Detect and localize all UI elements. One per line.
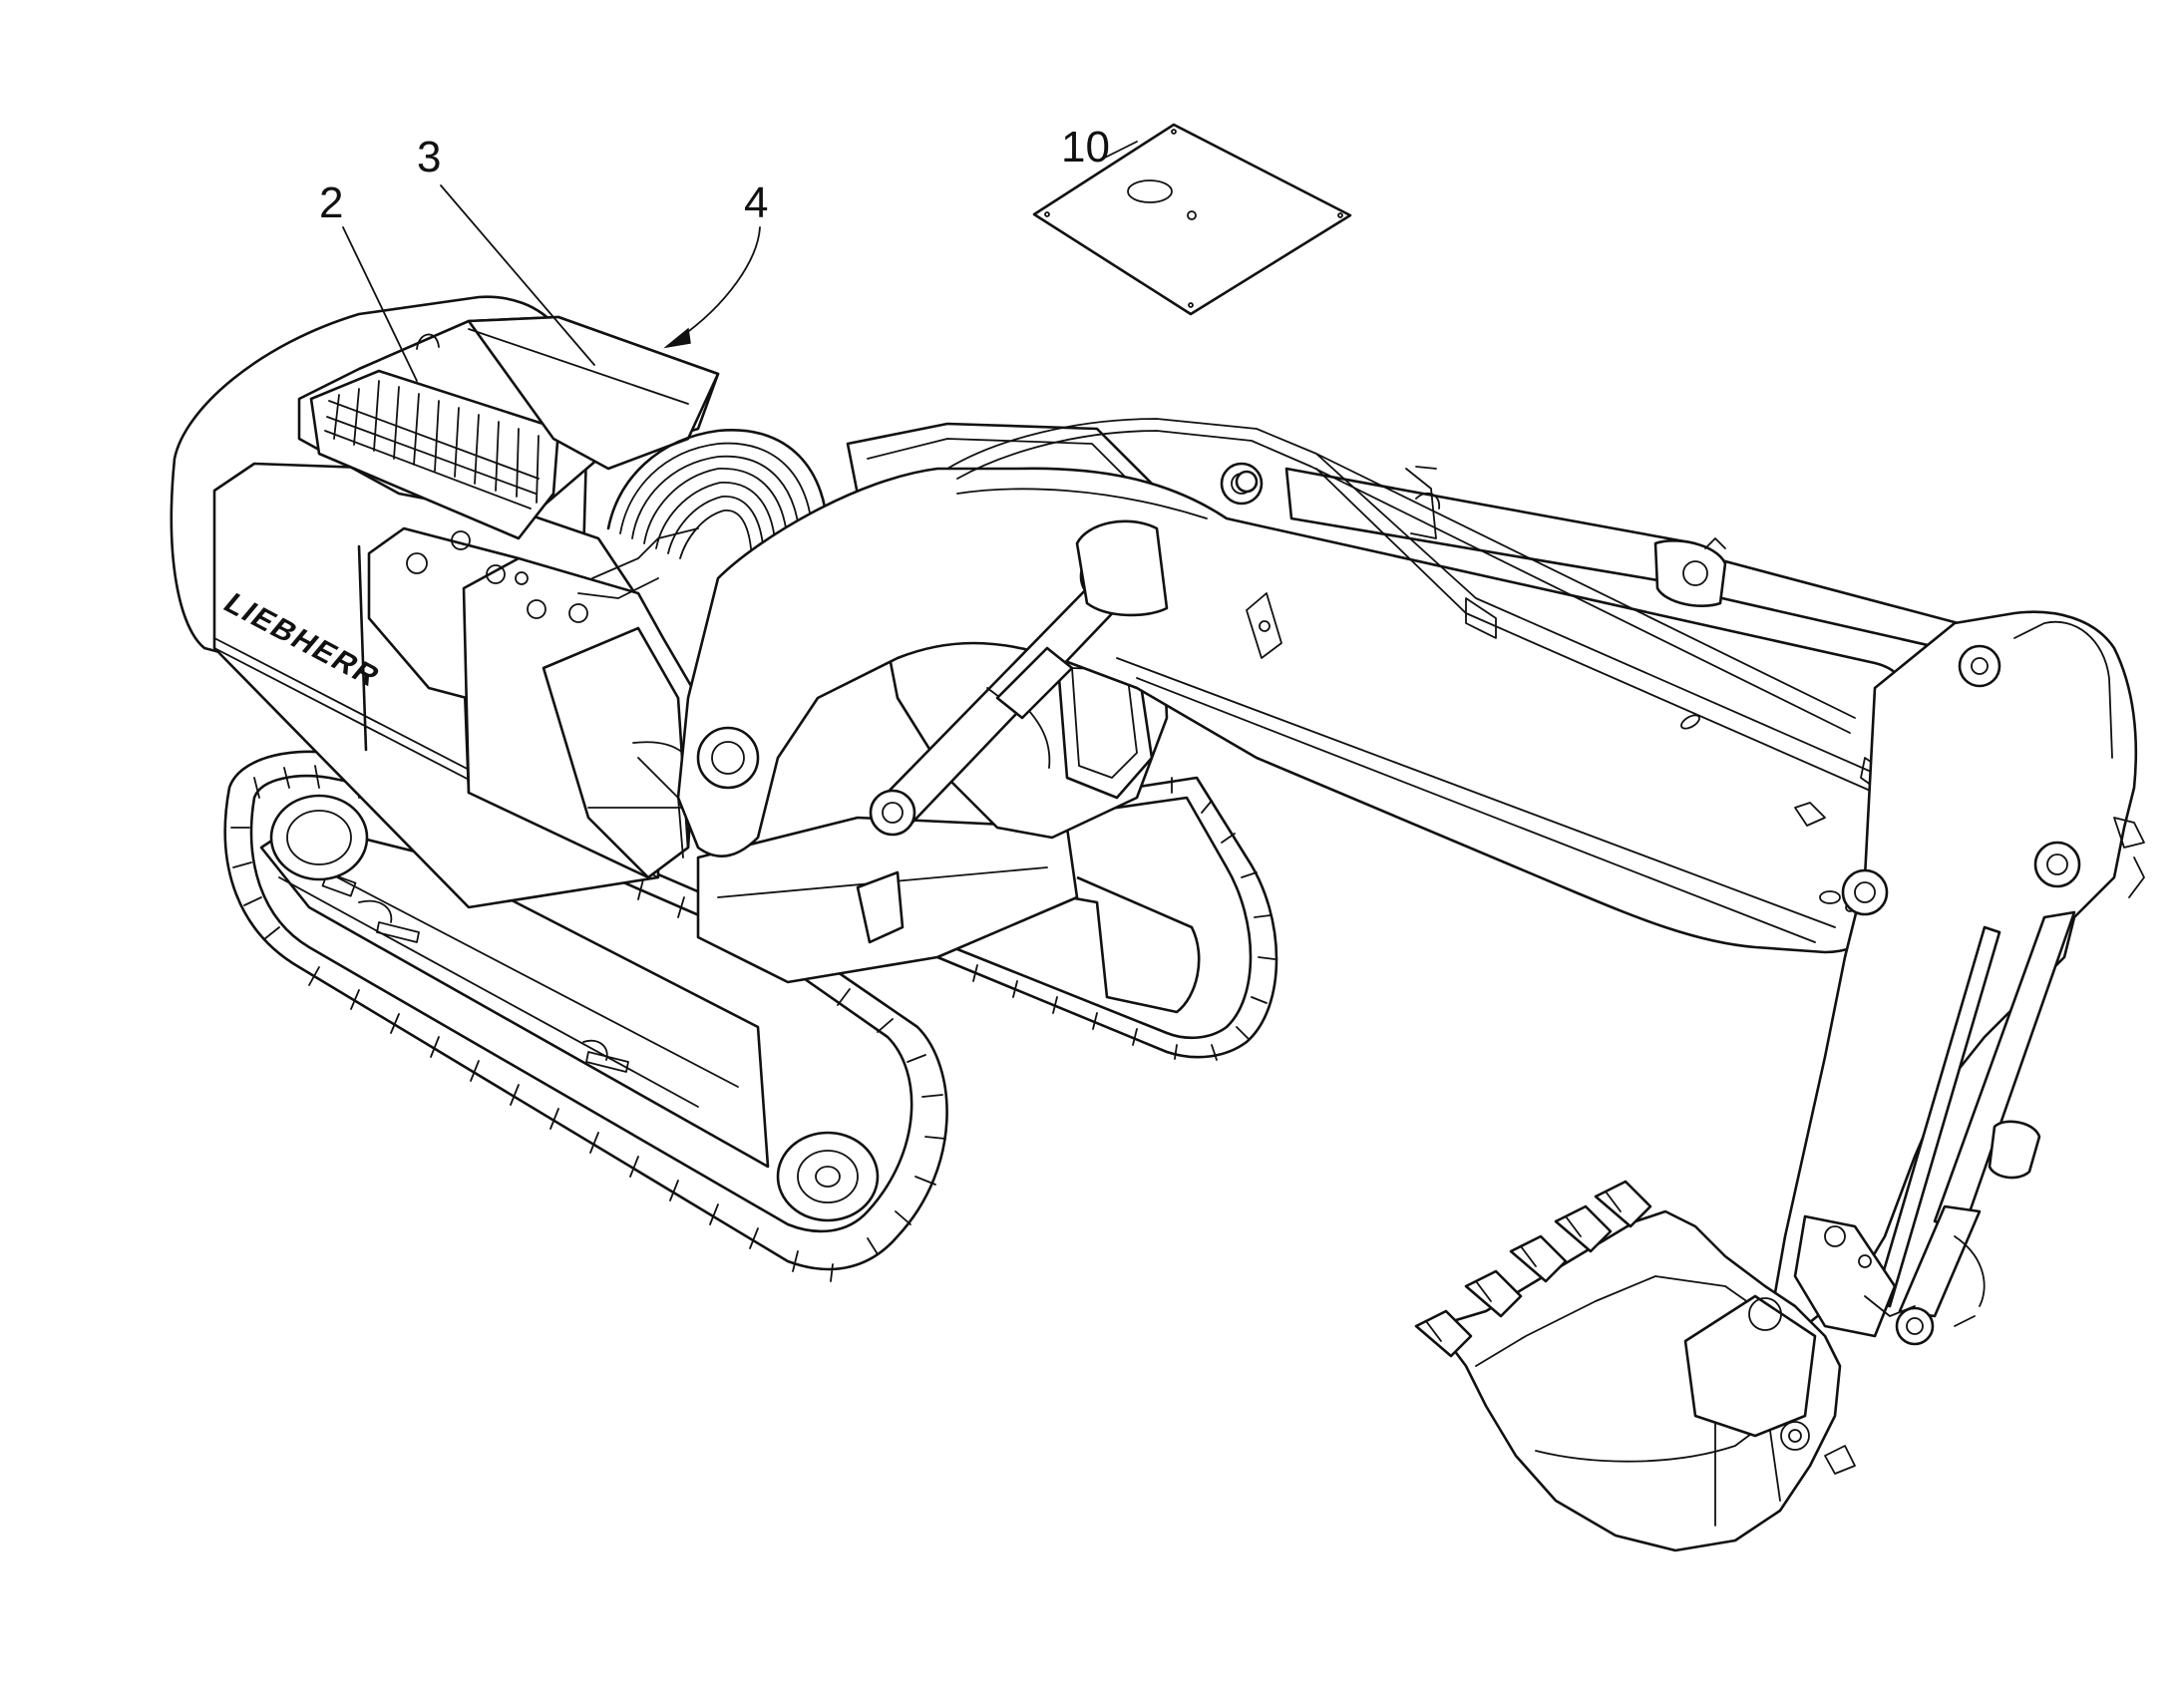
hydraulic-lines: [946, 418, 1886, 827]
boom-cylinder: [869, 519, 1169, 837]
hose-bundle: [577, 428, 830, 639]
undercarriage-center: [696, 816, 1079, 984]
callout-10: 10: [1061, 123, 1110, 171]
arm-cylinder: [1235, 467, 2021, 668]
bucket-cylinder: [1793, 910, 2076, 1346]
left-track: [223, 750, 948, 1282]
arrow-head-icon: [663, 327, 691, 349]
callout-4: 4: [744, 178, 769, 227]
bucket: [1414, 1180, 1856, 1552]
callout-2: 2: [319, 178, 344, 227]
leader-lines: [342, 141, 1138, 382]
cover-plate-icon: [1032, 123, 1352, 316]
upper-carriage: LIEBHERR: [170, 295, 720, 909]
callout-3: 3: [417, 133, 442, 181]
